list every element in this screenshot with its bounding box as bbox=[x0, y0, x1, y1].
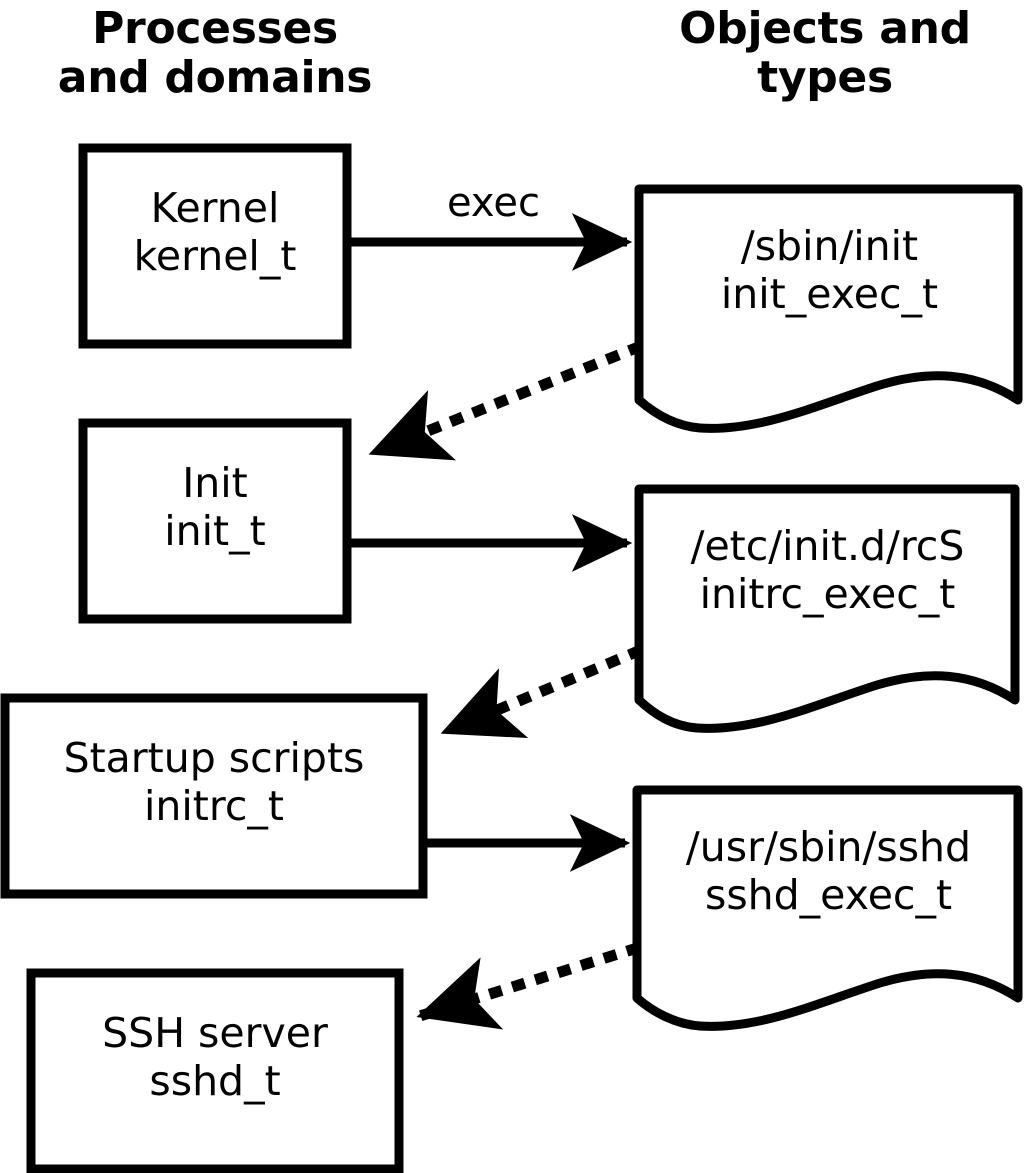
edge-label-exec: exec bbox=[447, 180, 540, 226]
process-box-init bbox=[78, 418, 352, 624]
object-shape-etc-initd-rcs bbox=[634, 484, 1020, 733]
edge-rcs-to-initrc bbox=[439, 644, 644, 739]
edge-sbin-init-to-init bbox=[367, 340, 644, 461]
column-header-objects: Objects and types bbox=[679, 3, 971, 104]
process-box-kernel bbox=[78, 143, 352, 349]
edge-sshd-exec-to-sshd bbox=[416, 942, 641, 1030]
process-box-startup-scripts bbox=[0, 693, 428, 899]
object-shape-sbin-init bbox=[634, 184, 1023, 433]
column-header-processes: Processes and domains bbox=[57, 3, 373, 104]
process-box-ssh-server bbox=[26, 968, 404, 1173]
object-shape-usr-sbin-sshd bbox=[632, 785, 1023, 1031]
